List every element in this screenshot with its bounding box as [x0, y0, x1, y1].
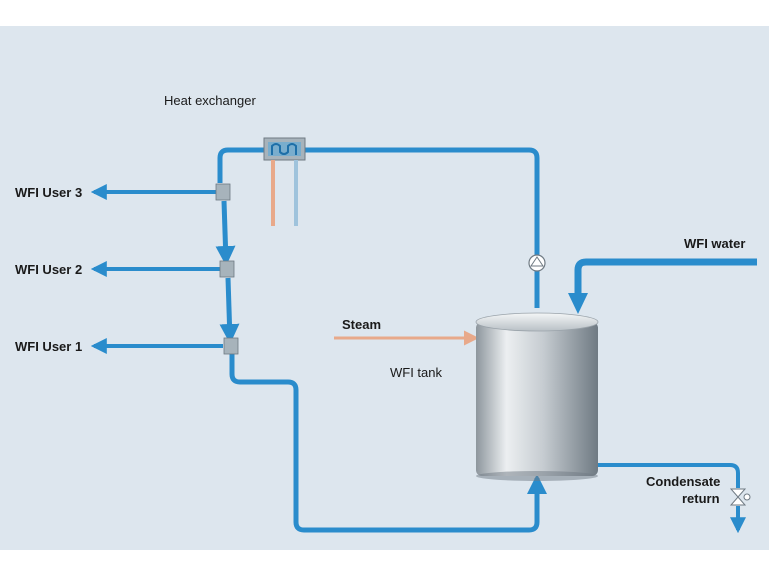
diagram-background: [0, 26, 769, 550]
pump-icon: [528, 254, 546, 272]
condensate-valve-icon: [729, 488, 747, 506]
wfi-user-1-valve: [223, 337, 239, 355]
steam-label: Steam: [342, 317, 382, 332]
wfi-water-inlet-arrow: [568, 293, 588, 314]
wfi-user-1-label: WFI User 1: [15, 339, 83, 354]
wfi-user-3-label: WFI User 3: [15, 185, 83, 200]
condensate-return-label: return: [682, 491, 720, 506]
wfi-tank: [476, 322, 598, 476]
wfi-loop-arrow-2: [219, 277, 240, 344]
wfi-water-label: WFI water: [684, 236, 746, 251]
wfi-user-3-valve: [215, 183, 231, 201]
heat-exchanger-label: Heat exchanger: [164, 93, 256, 108]
wfi-loop-pipe: [217, 147, 540, 308]
wfi-user-2-valve: [219, 260, 235, 278]
condensate-return-pipe: [598, 463, 740, 488]
wfi-tank-top: [475, 312, 599, 332]
condensate-label: Condensate: [646, 474, 721, 489]
wfi-water-inlet-pipe: [574, 258, 757, 296]
wfi-user-2-label: WFI User 2: [15, 262, 83, 277]
heat-exchanger-coil: [271, 143, 297, 155]
wfi-return-pipe: [229, 354, 547, 533]
wfi-tank-label: WFI tank: [390, 365, 443, 380]
wfi-loop-arrow-1: [215, 200, 236, 266]
